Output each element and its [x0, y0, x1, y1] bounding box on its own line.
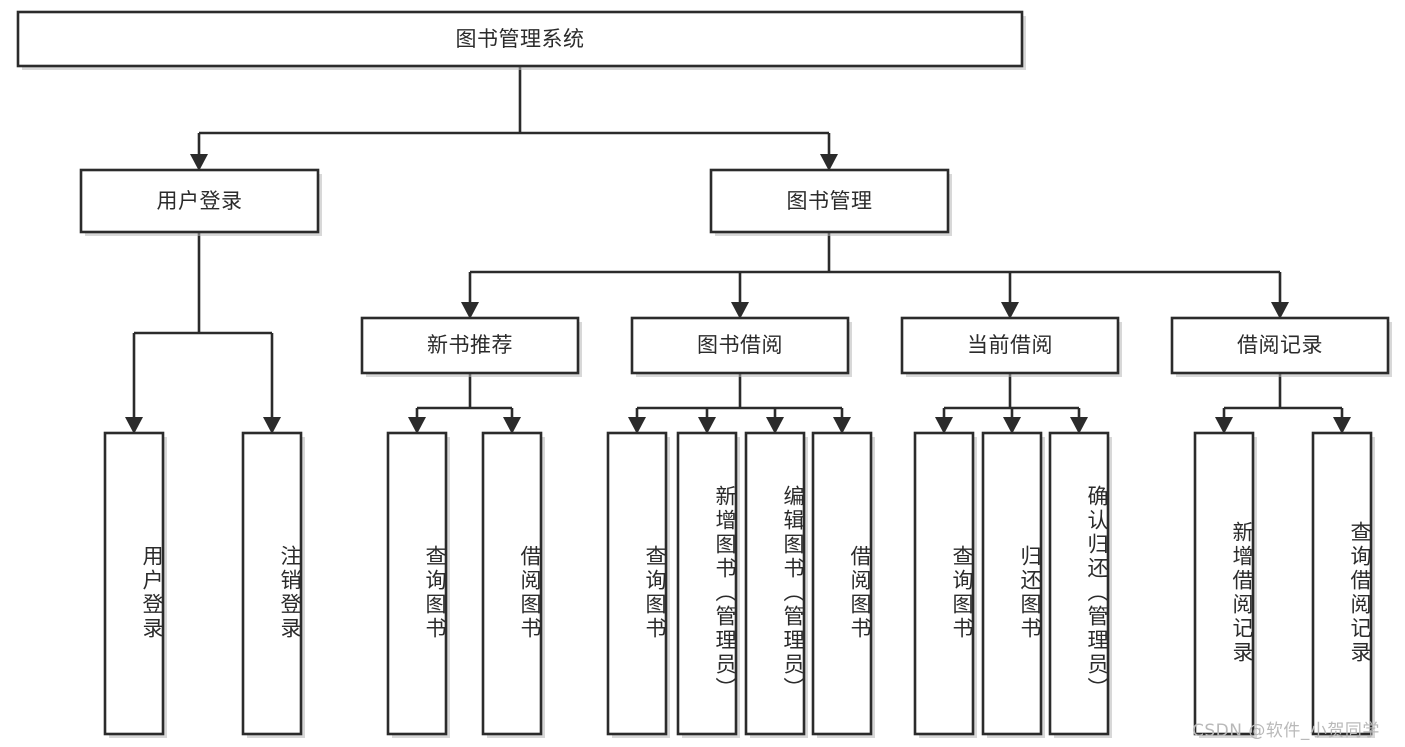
- arrow-head-icon: [698, 417, 716, 434]
- arrow-head-icon: [766, 417, 784, 434]
- node-box-leaf-12[interactable]: [1311, 431, 1373, 736]
- arrow-head-icon: [503, 417, 521, 434]
- node-box-leaf-10[interactable]: [1048, 431, 1110, 736]
- arrow-head-icon: [461, 302, 479, 319]
- arrow-head-icon: [1070, 417, 1088, 434]
- node-box-leaf-9[interactable]: [981, 431, 1043, 736]
- arrow-head-icon: [1333, 417, 1351, 434]
- arrow-head-icon: [935, 417, 953, 434]
- node-box-layer: [16, 10, 1392, 738]
- arrow-head-icon: [1001, 302, 1019, 319]
- node-box-leaf-0[interactable]: [103, 431, 165, 736]
- arrow-head-icon: [731, 302, 749, 319]
- node-box-leaf-5[interactable]: [676, 431, 738, 736]
- node-box-level2-2[interactable]: [900, 316, 1120, 375]
- arrow-head-icon: [190, 154, 208, 171]
- arrow-head-icon: [125, 417, 143, 434]
- node-box-leaf-11[interactable]: [1193, 431, 1255, 736]
- node-box-root[interactable]: [16, 10, 1024, 68]
- csdn-watermark: CSDN @软件_小贺同学: [1192, 721, 1380, 741]
- connector-layer: [125, 66, 1351, 434]
- arrow-head-icon: [408, 417, 426, 434]
- arrow-head-icon: [263, 417, 281, 434]
- arrow-head-icon: [628, 417, 646, 434]
- node-box-leaf-3[interactable]: [481, 431, 543, 736]
- node-box-level2-1[interactable]: [630, 316, 850, 375]
- node-box-leaf-1[interactable]: [241, 431, 303, 736]
- node-box-leaf-6[interactable]: [744, 431, 806, 736]
- arrow-head-icon: [1215, 417, 1233, 434]
- node-box-leaf-4[interactable]: [606, 431, 668, 736]
- arrow-head-icon: [1003, 417, 1021, 434]
- node-box-leaf-7[interactable]: [811, 431, 873, 736]
- node-box-leaf-8[interactable]: [913, 431, 975, 736]
- arrow-head-icon: [820, 154, 838, 171]
- node-box-level1-1[interactable]: [709, 168, 950, 234]
- node-box-level1-0[interactable]: [79, 168, 320, 234]
- node-box-level2-0[interactable]: [360, 316, 580, 375]
- arrow-head-icon: [1271, 302, 1289, 319]
- arrow-head-icon: [833, 417, 851, 434]
- node-box-level2-3[interactable]: [1170, 316, 1390, 375]
- node-box-leaf-2[interactable]: [386, 431, 448, 736]
